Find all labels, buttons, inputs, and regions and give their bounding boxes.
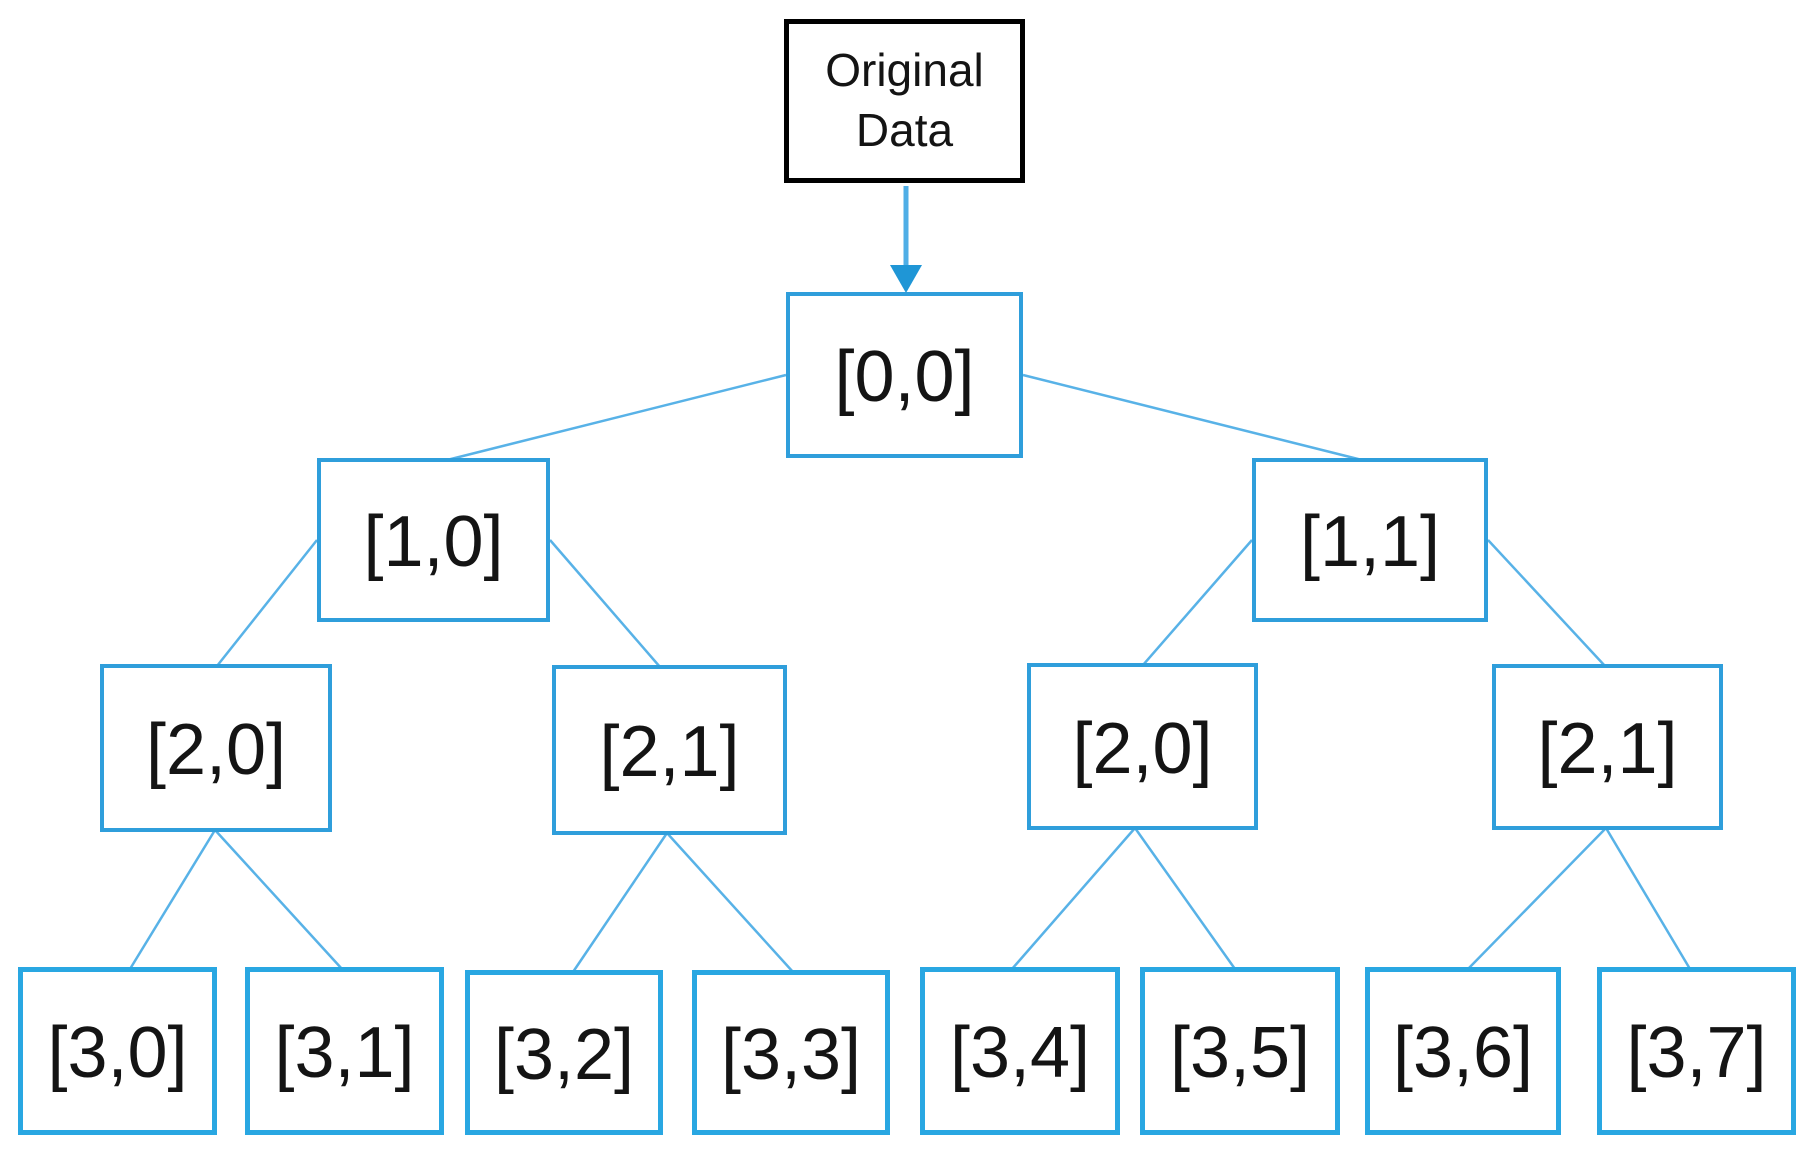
tree-node-3-6: [3,6]: [1365, 967, 1561, 1135]
node-label: [0,0]: [834, 337, 975, 417]
tree-node-3-2: [3,2]: [465, 970, 663, 1135]
node-label: [3,5]: [1169, 1013, 1311, 1093]
node-label: [2,0]: [145, 710, 287, 790]
node-label: [2,1]: [1537, 709, 1678, 789]
tree-node-3-0: [3,0]: [18, 967, 217, 1135]
original-data-label: Original Data: [825, 44, 984, 156]
tree-node-3-4: [3,4]: [920, 967, 1120, 1135]
node-label: [1,1]: [1299, 502, 1441, 582]
tree-node-3-3: [3,3]: [692, 970, 890, 1135]
edge-2-1-left-to-3-2: [571, 832, 669, 973]
node-label: [3,3]: [720, 1014, 862, 1095]
edge-0-0-to-1-0: [446, 373, 787, 462]
edge-2-1-right-to-3-7: [1604, 827, 1692, 970]
tree-node-2-1-right: [2,1]: [1492, 664, 1723, 830]
edge-2-0-left-to-3-0: [128, 829, 217, 970]
edge-1-1-to-2-0-right: [1142, 539, 1253, 666]
edge-0-0-to-1-1: [1022, 373, 1363, 462]
node-label: [3,0]: [47, 1013, 188, 1093]
tree-node-2-1-left: [2,1]: [552, 665, 787, 835]
tree-node-2-0-left: [2,0]: [100, 664, 332, 832]
edge-2-0-right-to-3-4: [1011, 827, 1136, 970]
arrow-head: [890, 265, 922, 293]
original-data-node: Original Data: [784, 19, 1025, 183]
edge-2-1-right-to-3-6: [1467, 827, 1607, 970]
edge-2-0-right-to-3-5: [1133, 827, 1237, 970]
tree-node-0-0: [0,0]: [786, 292, 1023, 458]
edge-2-0-left-to-3-1: [214, 829, 343, 970]
node-label: [3,1]: [274, 1013, 415, 1093]
tree-node-1-0: [1,0]: [317, 458, 550, 622]
node-label: [3,6]: [1392, 1013, 1534, 1093]
node-label: [1,0]: [363, 502, 504, 582]
edge-1-0-to-2-0-left: [216, 539, 318, 667]
node-label: [3,4]: [949, 1013, 1091, 1093]
tree-node-1-1: [1,1]: [1252, 458, 1488, 622]
tree-node-2-0-right: [2,0]: [1027, 663, 1258, 830]
tree-node-3-7: [3,7]: [1597, 967, 1796, 1135]
tree-node-3-5: [3,5]: [1140, 967, 1340, 1135]
node-label: [2,1]: [599, 712, 740, 792]
edge-2-1-left-to-3-3: [666, 832, 794, 973]
node-label: [2,0]: [1072, 708, 1213, 789]
node-label: [3,7]: [1626, 1013, 1767, 1093]
edge-1-1-to-2-1-right: [1487, 539, 1606, 667]
node-label: [3,2]: [493, 1014, 635, 1095]
edge-1-0-to-2-1-left: [549, 539, 661, 668]
tree-node-3-1: [3,1]: [245, 967, 444, 1135]
